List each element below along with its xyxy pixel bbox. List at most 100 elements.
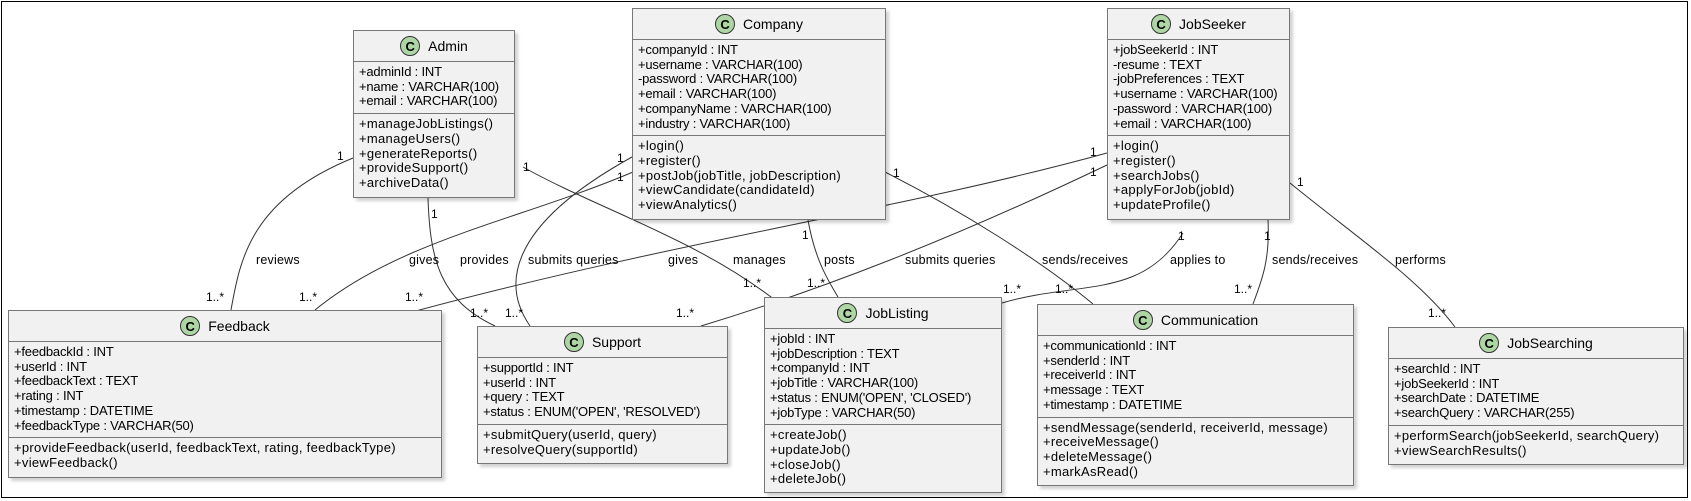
class-attribute: +companyName : VARCHAR(100): [638, 100, 832, 116]
class-header: C JobSearching: [1389, 328, 1683, 359]
class-jobseeker[interactable]: C JobSeeker +jobSeekerId : INT-resume : …: [1107, 8, 1290, 220]
class-header: C Feedback: [9, 311, 441, 342]
label-company-feedback: gives: [409, 253, 440, 267]
class-operation: +archiveData(): [359, 174, 449, 190]
class-operation: +closeJob(): [770, 456, 841, 472]
class-attribute: +message : TEXT: [1043, 382, 1145, 398]
class-feedback[interactable]: C Feedback +feedbackId : INT+userId : IN…: [8, 310, 442, 478]
class-company[interactable]: C Company +companyId : INT+username : VA…: [632, 8, 886, 220]
mult-admin-feedback-from: 1: [337, 149, 344, 163]
attributes-section: +feedbackId : INT+userId : INT+feedbackT…: [9, 342, 441, 437]
mult-jobseeker-joblisting-to: 1..*: [1003, 282, 1022, 296]
mult-admin-joblisting-to: 1..*: [743, 276, 762, 290]
class-operation: +viewFeedback(): [14, 454, 118, 470]
operations-section: +createJob()+updateJob()+closeJob()+dele…: [765, 424, 1001, 491]
class-attribute: +email : VARCHAR(100): [638, 86, 777, 102]
label-jobseeker-joblisting: applies to: [1170, 253, 1226, 267]
operations-section: +performSearch(jobSeekerId, searchQuery)…: [1389, 424, 1683, 462]
class-stereotype-icon: C: [1151, 14, 1172, 34]
operations-section: +sendMessage(senderId, receiverId, messa…: [1038, 416, 1353, 484]
class-attribute: +jobType : VARCHAR(50): [770, 404, 916, 420]
class-communication[interactable]: C Communication +communicationId : INT+s…: [1037, 304, 1354, 486]
class-support[interactable]: C Support +supportId : INT+userId : INT+…: [477, 326, 728, 464]
mult-company-joblisting-from: 1: [802, 228, 809, 242]
class-attribute: -jobPreferences : TEXT: [1113, 71, 1245, 87]
mult-company-feedback-to: 1..*: [299, 290, 318, 304]
operations-section: +provideFeedback(userId, feedbackText, r…: [9, 437, 441, 474]
mult-admin-feedback-to: 1..*: [206, 290, 225, 304]
attributes-section: +companyId : INT+username : VARCHAR(100)…: [633, 40, 885, 135]
operations-section: +login()+register()+searchJobs()+applyFo…: [1108, 135, 1289, 217]
class-operation: +performSearch(jobSeekerId, searchQuery): [1394, 427, 1660, 443]
class-header: C Admin: [354, 31, 514, 62]
class-attribute: +feedbackText : TEXT: [14, 373, 139, 389]
class-attribute: +senderId : INT: [1043, 352, 1130, 368]
class-operation: +receiveMessage(): [1043, 434, 1160, 450]
class-attribute: +query : TEXT: [483, 389, 565, 405]
operations-section: +submitQuery(userId, query)+resolveQuery…: [478, 423, 727, 461]
label-company-communication: sends/receives: [1042, 253, 1129, 267]
class-attribute: +searchDate : DATETIME: [1394, 390, 1540, 406]
class-attribute: +companyId : INT: [770, 360, 870, 376]
class-operation: +provideSupport(): [359, 160, 469, 176]
label-jobseeker-feedback: gives: [668, 253, 699, 267]
mult-jobseeker-feedback-from: 1: [1090, 145, 1097, 159]
class-name: Admin: [428, 38, 468, 54]
class-operation: +deleteMessage(): [1043, 448, 1153, 464]
class-operation: +resolveQuery(supportId): [483, 441, 638, 457]
label-company-support: submits queries: [528, 253, 619, 267]
class-attribute: +rating : INT: [14, 388, 84, 404]
class-operation: +searchJobs(): [1113, 167, 1200, 183]
class-name: JobSearching: [1507, 335, 1593, 351]
class-stereotype-icon: C: [400, 36, 421, 56]
class-operation: +updateJob(): [770, 441, 851, 457]
operations-section: +manageJobListings()+manageUsers()+gener…: [354, 113, 514, 195]
class-attribute: +searchId : INT: [1394, 361, 1481, 376]
label-company-joblisting: posts: [824, 253, 855, 267]
class-header: C Company: [633, 9, 885, 40]
class-attribute: +feedbackId : INT: [14, 344, 114, 359]
mult-company-support-to: 1..*: [505, 306, 524, 320]
class-attribute: +username : VARCHAR(100): [638, 56, 803, 72]
class-attribute: -resume : TEXT: [1113, 56, 1202, 72]
mult-admin-support-to: 1..*: [470, 306, 489, 320]
class-attribute: +status : ENUM('OPEN', 'CLOSED'): [770, 389, 972, 405]
class-header: C Communication: [1038, 305, 1353, 336]
class-jobsearching[interactable]: C JobSearching +searchId : INT+jobSeeker…: [1388, 327, 1684, 465]
class-operation: +updateProfile(): [1113, 197, 1211, 213]
class-operation: +generateReports(): [359, 145, 478, 161]
mult-company-support-from: 1: [617, 151, 624, 165]
class-attribute: +searchQuery : VARCHAR(255): [1394, 405, 1575, 421]
class-attribute: +jobSeekerId : INT: [1113, 42, 1219, 57]
class-attribute: +communicationId : INT: [1043, 338, 1177, 353]
class-operation: +manageJobListings(): [359, 116, 494, 132]
class-attribute: -password : VARCHAR(100): [1113, 100, 1272, 116]
class-operation: +viewSearchResults(): [1394, 442, 1527, 458]
class-operation: +viewCandidate(candidateId): [638, 182, 815, 198]
class-attribute: +email : VARCHAR(100): [359, 93, 498, 109]
class-admin[interactable]: C Admin +adminId : INT+name : VARCHAR(10…: [353, 30, 515, 198]
attributes-section: +adminId : INT+name : VARCHAR(100)+email…: [354, 62, 514, 113]
class-operation: +login(): [1113, 138, 1160, 154]
mult-jobseeker-jobsearching-from: 1: [1297, 175, 1304, 189]
mult-admin-support-from: 1: [431, 207, 438, 221]
class-joblisting[interactable]: C JobListing +jobId : INT+jobDescription…: [764, 297, 1002, 493]
class-stereotype-icon: C: [563, 332, 584, 352]
class-stereotype-icon: C: [837, 303, 858, 323]
class-attribute: +receiverId : INT: [1043, 367, 1137, 383]
mult-jobseeker-support-from: 1: [1090, 165, 1097, 179]
label-admin-joblisting: manages: [733, 253, 786, 267]
class-name: Feedback: [208, 318, 270, 334]
class-name: JobListing: [865, 305, 929, 321]
class-stereotype-icon: C: [180, 316, 201, 336]
class-operation: +register(): [1113, 152, 1176, 168]
class-operation: +createJob(): [770, 427, 847, 443]
class-attribute: +jobDescription : TEXT: [770, 345, 900, 361]
class-operation: +deleteJob(): [770, 471, 847, 487]
label-admin-support: provides: [460, 253, 509, 267]
class-attribute: +companyId : INT: [638, 42, 738, 57]
class-operation: +provideFeedback(userId, feedbackText, r…: [14, 440, 396, 456]
label-admin-feedback: reviews: [256, 253, 300, 267]
operations-section: +login()+register()+postJob(jobTitle, jo…: [633, 135, 885, 217]
mult-jobseeker-jobsearching-to: 1..*: [1428, 306, 1447, 320]
